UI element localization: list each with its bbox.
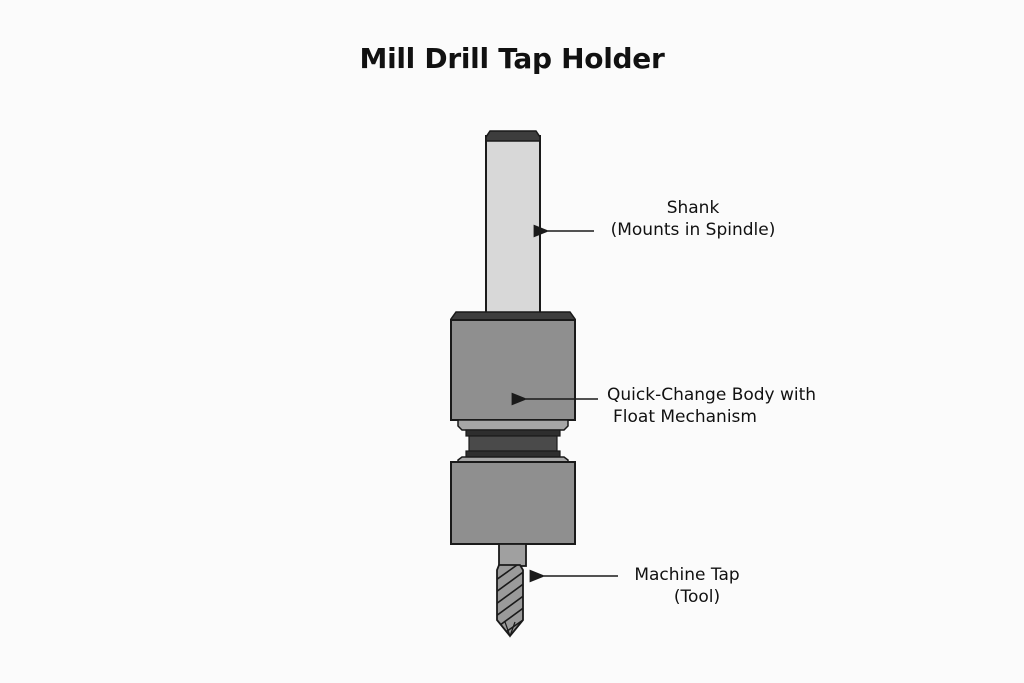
tap-label: Machine Tap (Tool) [622, 564, 752, 608]
tap-label-line1: Machine Tap [634, 565, 740, 585]
shank-label-line1: Shank [666, 198, 720, 218]
shank-cap [485, 130, 541, 142]
lower-body [450, 461, 576, 545]
tap-flutes [496, 564, 524, 638]
shank-label-line2: (Mounts in Spindle) [610, 220, 776, 240]
shank-label: Shank (Mounts in Spindle) [598, 197, 788, 241]
body-label-line1: Quick-Change Body with [607, 385, 817, 405]
float-mechanism [457, 429, 569, 464]
tap-shank [498, 543, 527, 567]
quick-change-body [450, 311, 576, 431]
diagram-title: Mill Drill Tap Holder [359, 42, 665, 75]
tap-point [504, 621, 516, 638]
machine-tap [496, 543, 527, 638]
upper-collar [457, 419, 569, 431]
body-label-line2: Float Mechanism [613, 407, 757, 427]
tap-label-line2: (Tool) [673, 587, 721, 607]
body-label: Quick-Change Body with Float Mechanism [607, 384, 816, 428]
shank [485, 130, 541, 315]
